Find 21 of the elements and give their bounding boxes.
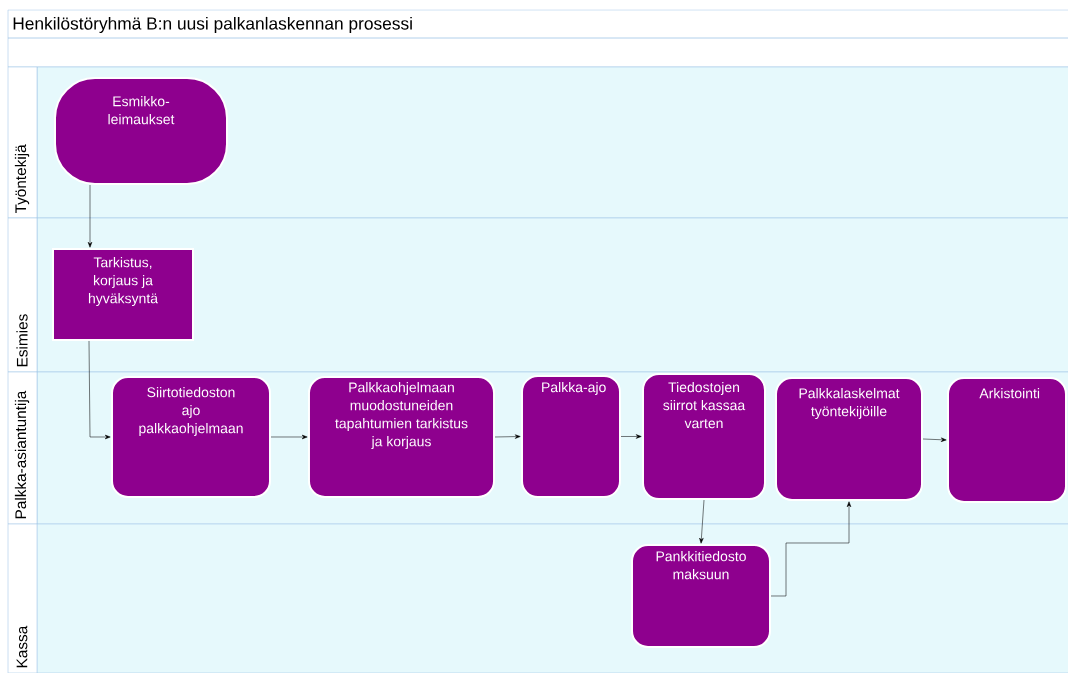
arrow — [922, 437, 947, 442]
process-box: Pankkitiedosto maksuun — [631, 544, 771, 648]
node-label: Esimies — [16, 314, 28, 367]
arrow — [770, 501, 852, 597]
process-box: Palkkalaskelmat työntekijöille — [775, 377, 923, 501]
node-label: Työntekijä — [14, 144, 30, 214]
title: Henkilöstöryhmä B:n uusi palkanlaskennan prosessi — [13, 16, 412, 34]
arrow — [620, 434, 642, 439]
process-box: Palkka-ajo — [521, 374, 621, 499]
node-label: Palkka-asiantuntija — [14, 390, 30, 519]
arrow — [699, 499, 705, 544]
process-box: Tiedostojen siirrot kassaa varten — [642, 372, 766, 501]
arrow — [494, 434, 521, 439]
process-box: Arkistointi — [947, 377, 1067, 503]
arrow — [270, 434, 308, 440]
process-box: Palkkaohjelmaan muodostuneiden tapahtumien tarkistus ja korjaus — [307, 376, 496, 498]
node-label: Kassa — [16, 625, 28, 668]
arrow — [87, 184, 93, 248]
process-box: Tarkistus, korjaus ja hyväksyntä — [52, 248, 194, 341]
process-box: Siirtotiedoston ajo palkkaohjelmaan — [111, 376, 271, 498]
arrow — [88, 340, 111, 440]
